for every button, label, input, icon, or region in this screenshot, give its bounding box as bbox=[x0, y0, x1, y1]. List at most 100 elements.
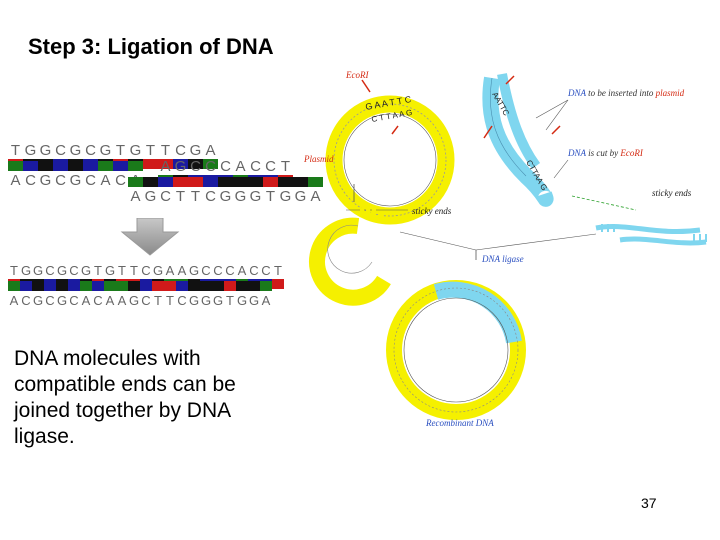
base-T: T bbox=[224, 281, 236, 309]
arrow-cut-pointer bbox=[391, 125, 399, 135]
base-C: C bbox=[224, 262, 236, 289]
base-C: C bbox=[23, 161, 38, 189]
base-tick bbox=[224, 281, 236, 291]
base-tick bbox=[158, 177, 173, 187]
base-G: G bbox=[233, 177, 248, 205]
base-tick bbox=[308, 177, 323, 187]
base-C: C bbox=[53, 161, 68, 189]
base-tick bbox=[140, 281, 152, 291]
insert-fragment-sticky bbox=[595, 223, 707, 246]
base-C: C bbox=[212, 262, 224, 289]
base-tick bbox=[44, 281, 56, 291]
base-tick bbox=[8, 281, 20, 291]
base-tick bbox=[260, 281, 272, 291]
base-tick bbox=[212, 281, 224, 291]
base-G: G bbox=[236, 281, 248, 309]
base-tick bbox=[32, 281, 44, 291]
slide-title: Step 3: Ligation of DNA bbox=[28, 34, 274, 59]
base-tick bbox=[113, 161, 128, 171]
base-A: A bbox=[164, 262, 176, 289]
base-tick bbox=[20, 281, 32, 291]
base-tick bbox=[56, 281, 68, 291]
base-C: C bbox=[53, 142, 68, 169]
base-G: G bbox=[68, 142, 83, 169]
base-tick bbox=[203, 177, 218, 187]
base-G: G bbox=[152, 262, 164, 289]
base-G: G bbox=[38, 142, 53, 169]
base-tick bbox=[53, 161, 68, 171]
base-T: T bbox=[263, 177, 278, 205]
base-T: T bbox=[278, 158, 293, 185]
base-G: G bbox=[20, 262, 32, 289]
page-number: 37 bbox=[641, 495, 657, 511]
pointer-ligase-left bbox=[399, 231, 477, 251]
base-C: C bbox=[248, 158, 263, 185]
base-C: C bbox=[140, 281, 152, 309]
base-tick bbox=[143, 177, 158, 187]
arrow-red-1 bbox=[505, 75, 515, 85]
pointer-ligase-right bbox=[475, 233, 597, 251]
base-G: G bbox=[293, 177, 308, 205]
arrow-red-3 bbox=[551, 125, 561, 135]
base-G: G bbox=[173, 158, 188, 185]
label-sticky-ends-right: sticky ends bbox=[652, 188, 692, 198]
label-dna-insert: DNA to be inserted into plasmid bbox=[567, 88, 685, 98]
base-G: G bbox=[128, 281, 140, 309]
slide-caption: DNA molecules with compatible ends can b… bbox=[14, 347, 236, 448]
base-tick bbox=[83, 161, 98, 171]
base-T: T bbox=[113, 142, 128, 169]
base-G: G bbox=[218, 177, 233, 205]
base-tick bbox=[158, 159, 173, 169]
base-tick bbox=[152, 281, 164, 291]
base-C: C bbox=[188, 158, 203, 185]
base-tick bbox=[200, 281, 212, 291]
base-C: C bbox=[68, 281, 80, 309]
base-tick bbox=[128, 161, 143, 171]
base-T: T bbox=[8, 142, 23, 169]
base-T: T bbox=[8, 262, 20, 289]
base-tick bbox=[38, 161, 53, 171]
base-A: A bbox=[80, 281, 92, 309]
base-A: A bbox=[116, 281, 128, 309]
base-tick bbox=[188, 177, 203, 187]
base-T: T bbox=[92, 262, 104, 289]
base-A: A bbox=[158, 158, 173, 185]
plasmid-ring-top bbox=[325, 95, 455, 225]
base-G: G bbox=[38, 161, 53, 189]
base-G: G bbox=[248, 281, 260, 309]
base-T: T bbox=[164, 281, 176, 309]
base-tick bbox=[128, 177, 143, 187]
base-tick bbox=[272, 279, 284, 289]
base-C: C bbox=[203, 177, 218, 205]
base-C: C bbox=[176, 281, 188, 309]
base-C: C bbox=[113, 161, 128, 189]
base-tick bbox=[116, 281, 128, 291]
base-A: A bbox=[203, 142, 218, 169]
base-T: T bbox=[152, 281, 164, 309]
base-G: G bbox=[143, 177, 158, 205]
base-A: A bbox=[260, 281, 272, 309]
base-G: G bbox=[68, 161, 83, 189]
label-dna-cut: DNA is cut by EcoRI bbox=[567, 148, 644, 158]
base-T: T bbox=[158, 142, 173, 169]
base-G: G bbox=[212, 281, 224, 309]
base-G: G bbox=[188, 262, 200, 289]
base-tick bbox=[263, 177, 278, 187]
base-tick bbox=[68, 281, 80, 291]
ligation-diagram: G A A T T C C T T A A G EcoRI Plasmid AA… bbox=[296, 66, 720, 446]
base-A: A bbox=[98, 161, 113, 189]
base-A: A bbox=[233, 158, 248, 185]
base-A: A bbox=[128, 177, 143, 205]
pointer-cut bbox=[553, 159, 569, 179]
base-tick bbox=[236, 281, 248, 291]
down-arrow-icon bbox=[120, 218, 180, 256]
base-tick bbox=[218, 177, 233, 187]
base-G: G bbox=[56, 262, 68, 289]
base-A: A bbox=[176, 262, 188, 289]
base-T: T bbox=[188, 177, 203, 205]
base-tick bbox=[143, 159, 158, 169]
label-plasmid-left: Plasmid bbox=[303, 154, 334, 164]
